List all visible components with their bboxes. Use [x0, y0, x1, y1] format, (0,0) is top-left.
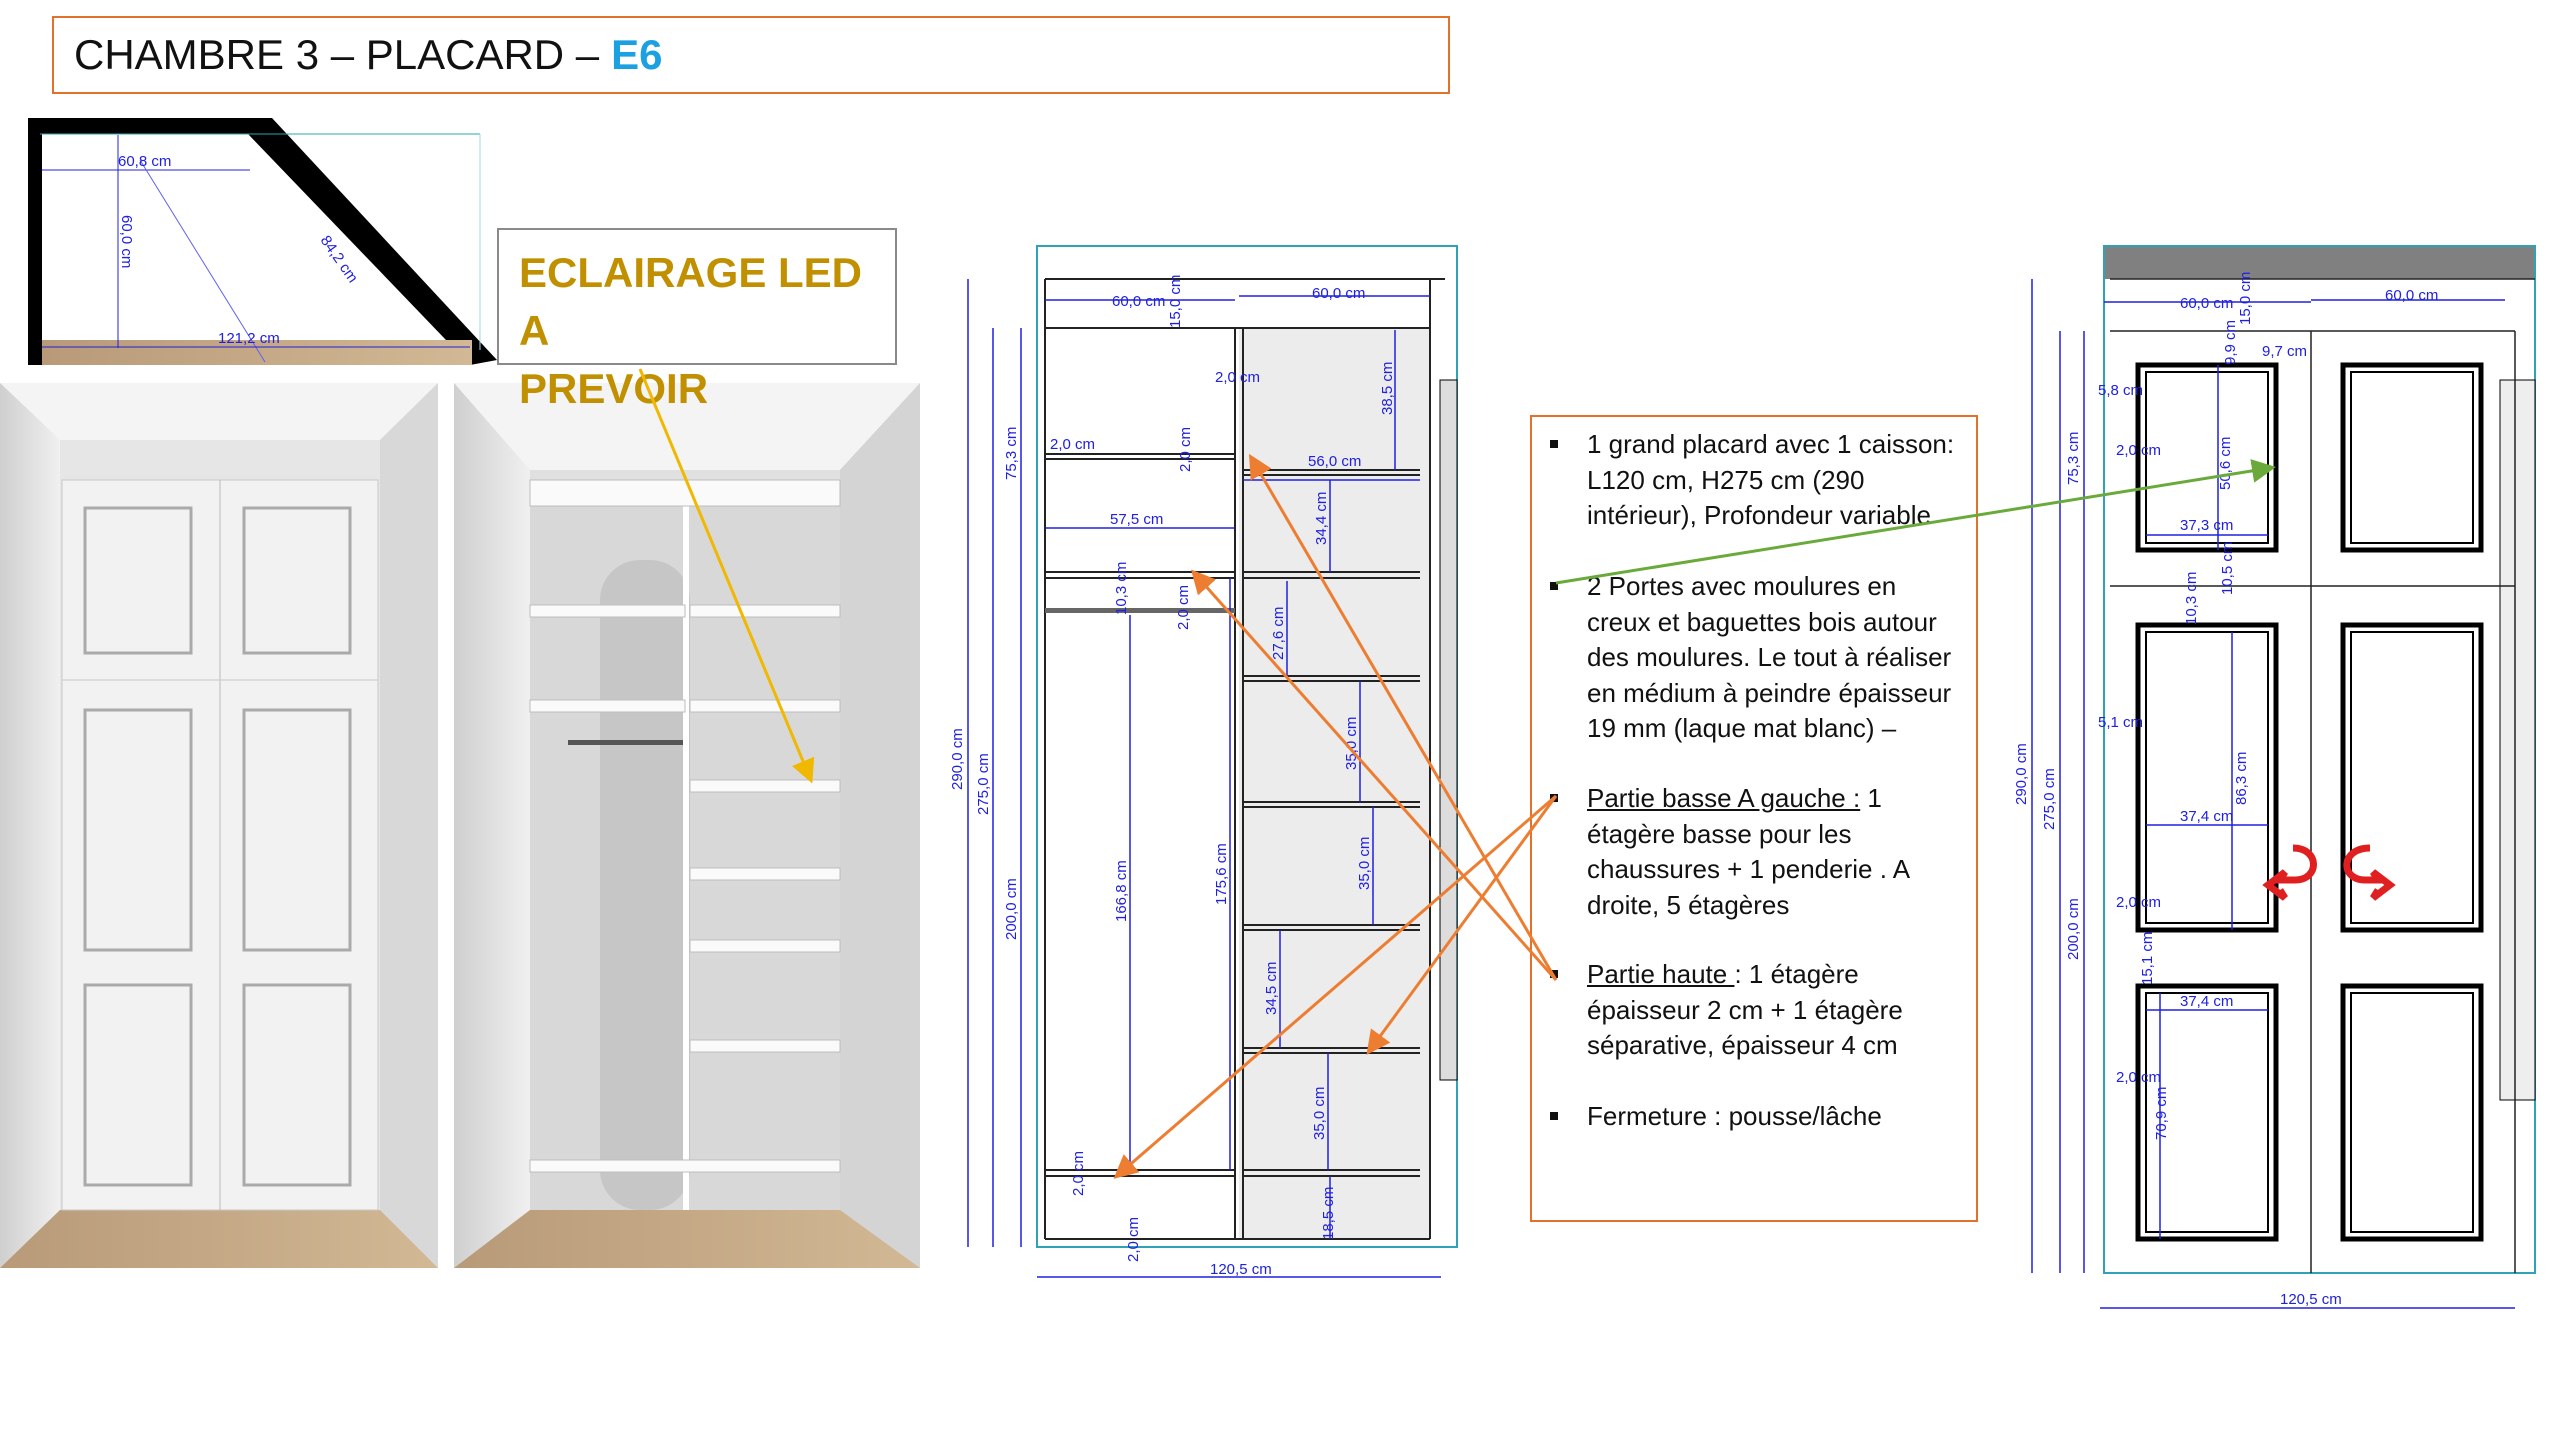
note-text: 1 étagère basse pour les chaussures + 1 …	[1587, 783, 1909, 920]
door-open-left-arrow	[2262, 844, 2317, 901]
door-inner-height: 275,0 cm	[2041, 768, 2058, 830]
door-top-left-width: 60,0 cm	[2180, 295, 2233, 312]
door-mid-panel-top: 10,3 cm	[2183, 572, 2200, 625]
interior-shelf-thick: 2,0 cm	[1177, 427, 1194, 472]
door-total-height: 290,0 cm	[2013, 743, 2030, 805]
led-line-1: ECLAIRAGE LED A	[519, 249, 863, 354]
interior-left-width: 57,5 cm	[1110, 511, 1163, 528]
door-mid-panel-width: 37,4 cm	[2180, 808, 2233, 825]
title-text: CHAMBRE 3 – PLACARD –	[74, 31, 600, 78]
interior-total-height: 290,0 cm	[949, 728, 966, 790]
interior-hanging: 166,8 cm	[1113, 860, 1130, 922]
door-mid-edge: 5,1 cm	[2098, 714, 2143, 731]
note-item: Partie basse A gauche : 1 étagère basse …	[1550, 781, 1967, 923]
interior-right-shelf-5: 34,5 cm	[1263, 962, 1280, 1015]
door-mid-molding: 2,0 cm	[2116, 894, 2161, 911]
note-text: 2 Portes avec moulures en creux et bague…	[1587, 571, 1952, 743]
door-upper-height: 75,3 cm	[2065, 432, 2082, 485]
door-molding: 2,0 cm	[2116, 442, 2161, 459]
interior-elevation: 290,0 cm 275,0 cm 75,3 cm 200,0 cm 60,0 …	[949, 245, 1458, 1278]
door-upper-panel-bottom: 10,5 cm	[2219, 542, 2236, 595]
interior-rail-gap: 10,3 cm	[1113, 562, 1130, 615]
door-elevation: 290,0 cm 275,0 cm 75,3 cm 200,0 cm 60,0 …	[2013, 245, 2536, 1309]
door-lower-height: 200,0 cm	[2065, 898, 2082, 960]
note-label: Partie haute	[1587, 959, 1735, 989]
bullet-icon	[1550, 794, 1558, 802]
door-low-gap: 15,1 cm	[2139, 932, 2156, 985]
door-mid-panel-height: 86,3 cm	[2233, 752, 2250, 805]
door-upper-panel-width: 37,3 cm	[2180, 517, 2233, 534]
interior-inner-height: 275,0 cm	[975, 753, 992, 815]
interior-right-shelf-3: 35,0 cm	[1343, 717, 1360, 770]
interior-lower-height: 200,0 cm	[1003, 878, 1020, 940]
interior-right-shelf-4: 35,0 cm	[1356, 837, 1373, 890]
bullet-icon	[1550, 970, 1558, 978]
interior-upper-right: 38,5 cm	[1379, 362, 1396, 415]
plan-bottom-dim: 121,2 cm	[218, 330, 280, 347]
interior-right-shelf-1: 34,4 cm	[1313, 492, 1330, 545]
door-low-molding: 2,0 cm	[2116, 1069, 2161, 1086]
interior-divider-height: 175,6 cm	[1213, 843, 1230, 905]
interior-plinth-right: 18,5 cm	[1320, 1187, 1337, 1240]
slide-title: CHAMBRE 3 – PLACARD – E6	[52, 16, 1450, 94]
led-lighting-callout: ECLAIRAGE LED A PREVOIR	[497, 228, 897, 412]
plan-top-dim: 60,8 cm	[118, 153, 171, 170]
note-item: Partie haute : 1 étagère épaisseur 2 cm …	[1550, 957, 1967, 1064]
bullet-icon	[1550, 440, 1558, 448]
note-text: 1 grand placard avec 1 caisson: L120 cm,…	[1587, 429, 1955, 530]
door-panel-side-gap: 9,7 cm	[2262, 343, 2307, 360]
door-panel-top-gap: 9,9 cm	[2222, 320, 2239, 365]
interior-right-width: 56,0 cm	[1308, 453, 1361, 470]
interior-plinth-left: 2,0 cm	[1125, 1217, 1142, 1262]
interior-divider: 2,0 cm	[1215, 369, 1260, 386]
interior-total-width: 120,5 cm	[1210, 1261, 1272, 1278]
note-item: 1 grand placard avec 1 caisson: L120 cm,…	[1550, 427, 1967, 534]
interior-bottom-shelf: 2,0 cm	[1070, 1151, 1087, 1196]
door-top-right-width: 60,0 cm	[2385, 287, 2438, 304]
door-top-band: 15,0 cm	[2237, 272, 2254, 325]
note-text: Fermeture : pousse/lâche	[1587, 1101, 1882, 1131]
door-upper-panel-height: 50,6 cm	[2217, 437, 2234, 490]
render-interior	[454, 383, 920, 1268]
door-open-right-arrow	[2343, 844, 2396, 901]
bullet-icon	[1550, 1112, 1558, 1120]
interior-top-right-width: 60,0 cm	[1312, 285, 1365, 302]
interior-shelf-left-gap: 2,0 cm	[1050, 436, 1095, 453]
door-low-panel-width: 37,4 cm	[2180, 993, 2233, 1010]
door-low-panel-height: 70,9 cm	[2153, 1087, 2170, 1140]
door-edge-gap: 5,8 cm	[2098, 382, 2143, 399]
note-item: 2 Portes avec moulures en creux et bague…	[1550, 569, 1967, 747]
door-total-width: 120,5 cm	[2280, 1291, 2342, 1308]
interior-rail-thick: 2,0 cm	[1175, 585, 1192, 630]
interior-right-shelf-2: 27,6 cm	[1270, 607, 1287, 660]
note-text: : 1 étagère épaisseur 2 cm + 1 étagère s…	[1587, 959, 1903, 1060]
render-closed-doors	[0, 383, 438, 1268]
note-label: Partie basse A gauche :	[1587, 783, 1861, 813]
plan-depth-dim: 60,0 cm	[118, 215, 135, 268]
title-code: E6	[611, 31, 663, 78]
interior-top-left-width: 60,0 cm	[1112, 293, 1165, 310]
note-item: Fermeture : pousse/lâche	[1550, 1099, 1967, 1135]
interior-right-shelf-6: 35,0 cm	[1311, 1087, 1328, 1140]
interior-top-band: 15,0 cm	[1167, 275, 1184, 328]
interior-upper-height: 75,3 cm	[1003, 427, 1020, 480]
bullet-icon	[1550, 582, 1558, 590]
led-line-2: PREVOIR	[519, 365, 709, 412]
specification-notes: 1 grand placard avec 1 caisson: L120 cm,…	[1530, 415, 1978, 1222]
floor-plan: 60,8 cm 60,0 cm 84,2 cm 121,2 cm	[28, 118, 497, 365]
